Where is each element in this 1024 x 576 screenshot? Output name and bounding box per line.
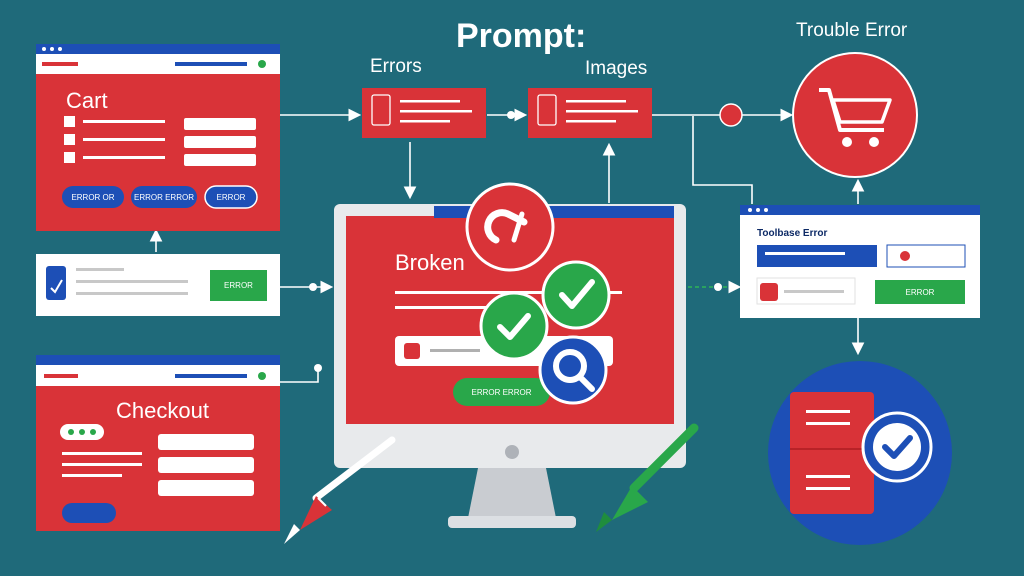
images-label: Images — [585, 58, 648, 79]
notice-card — [36, 254, 280, 316]
pen-icon-white — [284, 436, 396, 544]
broken-label: Broken — [395, 250, 465, 275]
trouble-error-label: Trouble Error — [796, 20, 908, 41]
connector-images-panel — [692, 116, 753, 204]
check-icon — [479, 291, 549, 361]
right-panel — [740, 205, 980, 318]
cart-left-button[interactable]: ERROR OR — [71, 193, 115, 202]
panel-heading: Toolbase Error — [757, 228, 828, 239]
connector-nodes — [309, 103, 743, 372]
pen-icon-green — [596, 423, 699, 532]
cart-window — [36, 44, 280, 231]
notice-button[interactable]: ERROR — [224, 281, 253, 290]
right-panel-button[interactable]: ERROR — [905, 288, 935, 297]
search-icon — [538, 335, 608, 405]
page-title: Prompt: — [456, 17, 587, 55]
cart-icon — [792, 52, 918, 178]
cart-mid-button[interactable]: ERROR ERROR — [133, 193, 194, 202]
verified-document-icon — [768, 361, 952, 545]
monitor-button[interactable]: ERROR ERROR — [471, 388, 532, 397]
cart-label: Cart — [66, 88, 108, 113]
check-icon-large — [541, 260, 611, 330]
errors-label: Errors — [370, 56, 422, 77]
cart-right-button[interactable]: ERROR — [216, 193, 246, 202]
checkout-label: Checkout — [116, 398, 209, 423]
connector-checkout-monitor — [280, 370, 319, 383]
link-icon — [465, 182, 555, 272]
images-card — [528, 88, 652, 138]
errors-card — [362, 88, 486, 138]
checkout-window — [36, 355, 280, 531]
